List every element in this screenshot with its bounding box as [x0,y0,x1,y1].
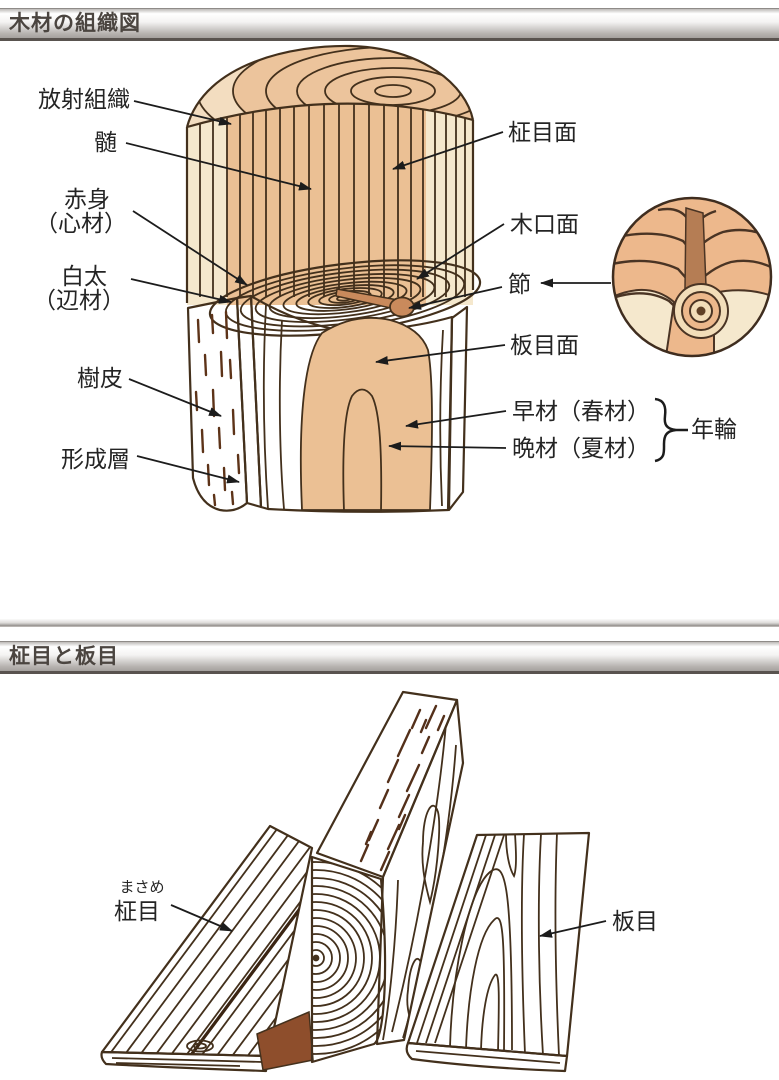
beam-side-face [375,698,465,1046]
label-early-wood: 早材（春材） [512,398,650,424]
arrow-masame [170,904,233,932]
arrow-itame-men [375,344,506,365]
section-divider [0,619,779,627]
arrow-koguchi-men [416,223,505,280]
label-cambium: 形成層 [61,446,130,472]
section-title: 木材の組織図 [9,12,141,35]
label-nenrin: 年輪 [691,416,737,442]
label-radial-tissue: 放射組織 [38,86,130,112]
arrow-fushi [408,286,503,310]
label-fushi: 節 [508,271,531,297]
label-late-wood: 晩材（夏材） [512,435,650,461]
masame-board-edge [100,1050,270,1073]
labels-right: 柾目面 木口面 節 板目面 早材（春材） 晩材（夏材） 年輪 [508,119,737,461]
beam-ring-face [310,855,387,1064]
arrow-radial-tissue [133,100,232,126]
beam-bark-face [315,690,459,879]
arrow-masame-men [392,131,504,170]
labels-left: 放射組織 髄 赤身 （心材） 白太 （辺材） 樹皮 形成層 [33,86,130,472]
half-log-beam [310,690,465,1064]
arrow-heartwood [132,210,248,286]
arrow-bark [128,378,222,417]
label-bark: 樹皮 [77,365,123,391]
board-end-dark-face [256,1010,314,1071]
label-heartwood-sub: （心材） [35,210,127,236]
label-heartwood: 赤身 [64,186,110,212]
upper-log [185,44,475,305]
section-header-wood-structure: 木材の組織図 [0,8,779,41]
knot-inset [611,196,773,358]
label-pith: 髄 [94,129,117,155]
masame-itame-diagram: まさめ 柾目 板目 [100,690,658,1073]
label-masame-men: 柾目面 [508,119,577,145]
knot-on-log [335,288,415,318]
wood-structure-diagram: 放射組織 髄 赤身 （心材） 白太 （辺材） 樹皮 形成層 柾目面 木口面 節 … [33,44,773,513]
arrow-sapwood [130,278,232,304]
label-itame: 板目 [612,908,658,934]
arrow-itame [539,920,607,938]
vertical-grain-stripes [199,103,466,297]
leader-arrows [125,100,611,484]
arrow-late-wood [388,441,507,451]
label-masame: 柾目 [114,898,160,924]
section-title: 柾目と板目 [9,645,119,668]
arrow-pith [125,142,312,191]
arrow-early-wood [405,410,507,429]
annual-ring-brace [654,397,688,463]
flat-grain-face [249,294,454,513]
itame-board-edge [405,1041,569,1073]
label-masame-ruby: まさめ [119,879,164,896]
section-header-masame-itame: 柾目と板目 [0,641,779,674]
itame-board [405,831,591,1073]
label-itame-men: 板目面 [510,332,579,358]
label-koguchi-men: 木口面 [510,211,579,237]
label-sapwood: 白太 [61,263,107,289]
label-sapwood-sub: （辺材） [33,287,125,313]
arrow-cambium [136,455,240,484]
